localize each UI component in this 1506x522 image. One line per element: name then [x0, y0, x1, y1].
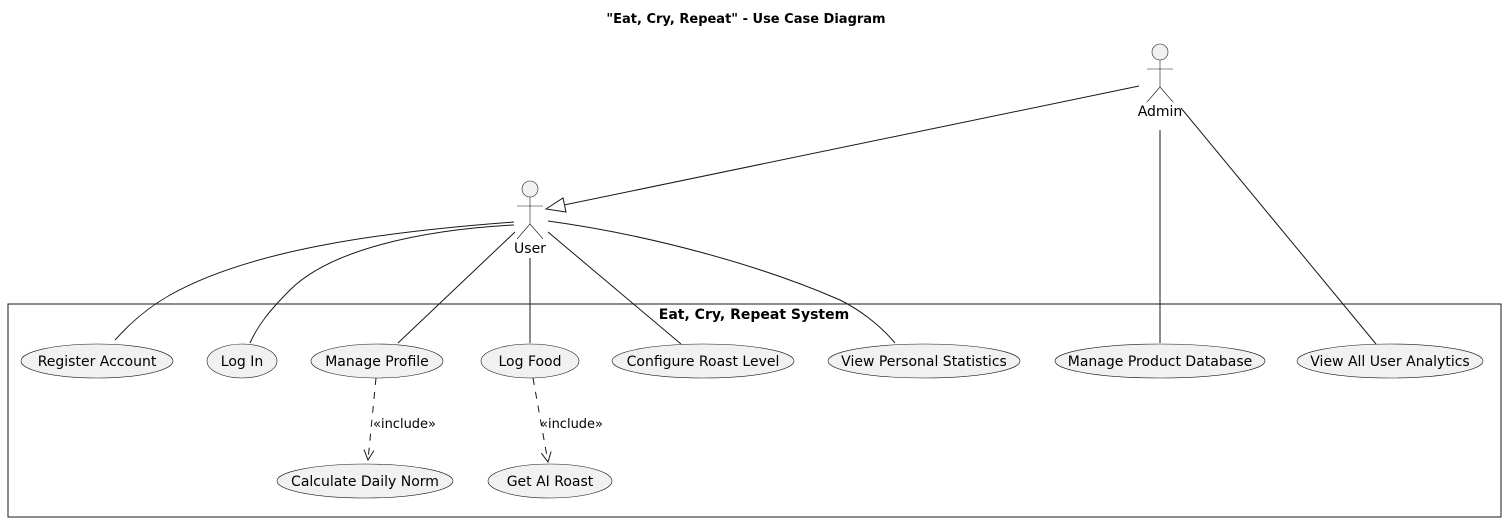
include-label-2: «include» — [540, 417, 603, 432]
assoc-user-roastlevel — [547, 231, 682, 345]
system-title: Eat, Cry, Repeat System — [659, 307, 849, 323]
usecase-get-ai-roast: Get AI Roast — [487, 463, 613, 499]
assoc-user-stats — [547, 220, 896, 344]
diagram-title: "Eat, Cry, Repeat" - Use Case Diagram — [606, 12, 885, 27]
usecase-view-all-user-analytics-label: View All User Analytics — [1310, 354, 1469, 370]
include-label-1: «include» — [373, 417, 436, 432]
actor-user-head — [521, 180, 539, 198]
assoc-admin-analytics — [1180, 107, 1377, 345]
usecase-register-account: Register Account — [20, 343, 174, 379]
actor-admin-leg-left — [1146, 86, 1161, 103]
usecase-manage-profile: Manage Profile — [310, 343, 444, 379]
actor-admin-label: Admin — [1138, 104, 1183, 120]
usecase-view-personal-statistics: View Personal Statistics — [827, 343, 1021, 379]
assoc-user-profile — [397, 231, 516, 344]
usecase-configure-roast-level: Configure Roast Level — [611, 343, 795, 379]
usecase-manage-product-database-label: Manage Product Database — [1068, 354, 1252, 370]
system-boundary — [7, 303, 1502, 518]
actor-user-leg-left — [516, 223, 531, 240]
include-logfood-airoast — [532, 377, 548, 462]
usecase-log-food: Log Food — [480, 343, 580, 379]
usecase-manage-product-database: Manage Product Database — [1054, 343, 1266, 379]
actor-user: User — [514, 180, 546, 257]
usecase-log-in: Log In — [206, 343, 278, 379]
usecase-calculate-daily-norm: Calculate Daily Norm — [276, 463, 454, 499]
usecase-log-food-label: Log Food — [498, 354, 561, 370]
usecase-log-in-label: Log In — [221, 354, 263, 370]
usecase-manage-profile-label: Manage Profile — [325, 354, 429, 370]
assoc-user-register — [114, 221, 515, 341]
usecase-register-account-label: Register Account — [38, 354, 157, 370]
usecase-configure-roast-level-label: Configure Roast Level — [627, 354, 780, 370]
actor-user-label: User — [514, 241, 546, 257]
usecase-view-all-user-analytics: View All User Analytics — [1296, 343, 1484, 379]
usecase-view-personal-statistics-label: View Personal Statistics — [841, 354, 1007, 370]
actor-admin-leg-right — [1159, 86, 1174, 103]
usecase-get-ai-roast-label: Get AI Roast — [507, 474, 594, 490]
actor-admin: Admin — [1138, 43, 1183, 120]
actor-admin-head — [1151, 43, 1169, 61]
generalization-arrowhead — [544, 197, 567, 213]
actor-user-leg-right — [529, 223, 544, 240]
assoc-user-login — [249, 224, 515, 344]
usecase-calculate-daily-norm-label: Calculate Daily Norm — [291, 474, 439, 490]
generalization-admin-user — [563, 85, 1140, 206]
